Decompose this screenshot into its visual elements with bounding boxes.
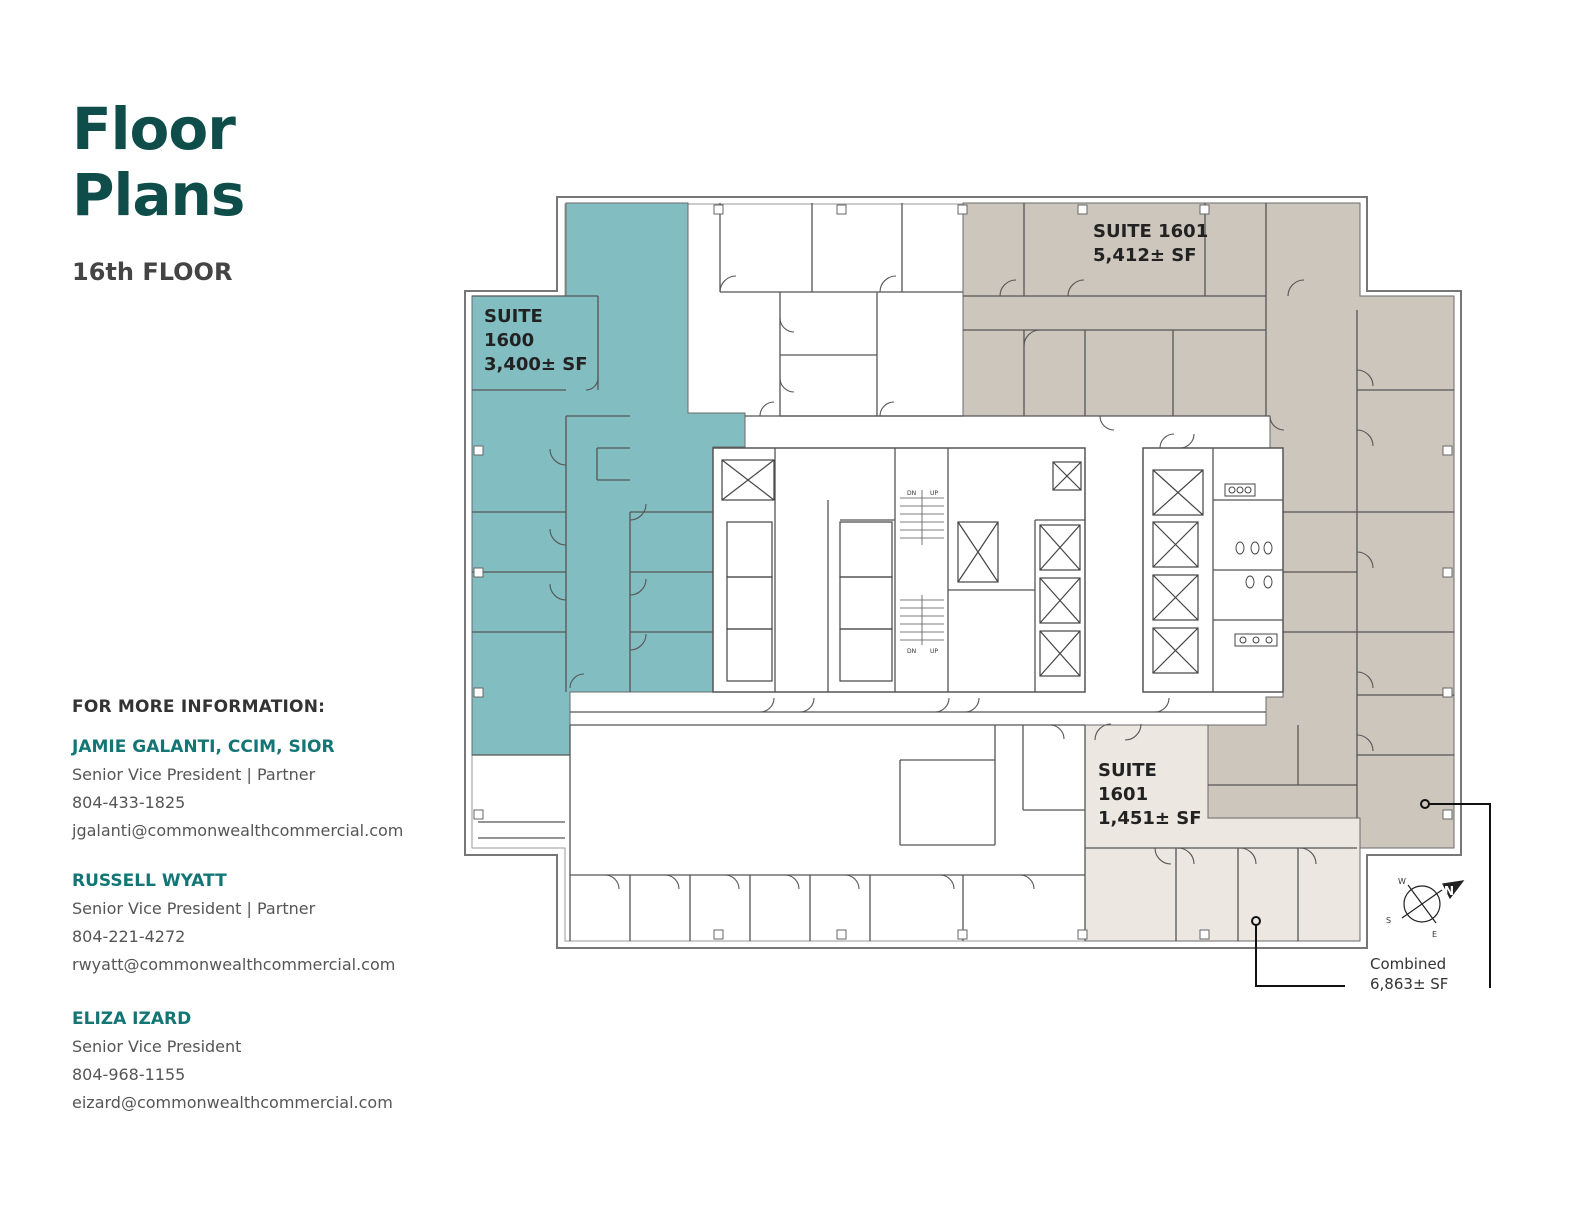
contact-phone[interactable]: 804-221-4272 — [72, 927, 186, 946]
contact-card-izard: ELIZA IZARD Senior Vice President 804-96… — [72, 1005, 393, 1117]
title-line-2: Plans — [72, 161, 245, 229]
stair-label-dn: DN — [907, 648, 916, 655]
contact-phone[interactable]: 804-968-1155 — [72, 1065, 186, 1084]
suite-1600-area: 3,400± SF — [484, 354, 588, 375]
contact-card-galanti: JAMIE GALANTI, CCIM, SIOR Senior Vice Pr… — [72, 733, 403, 845]
contact-card-wyatt: RUSSELL WYATT Senior Vice President | Pa… — [72, 867, 395, 979]
compass-n: N — [1444, 884, 1454, 898]
contact-email[interactable]: eizard@commonwealthcommercial.com — [72, 1093, 393, 1112]
structural-columns — [473, 204, 1453, 940]
combined-callout-lines — [1251, 799, 1491, 988]
contact-email[interactable]: jgalanti@commonwealthcommercial.com — [72, 821, 404, 840]
suite-1600-number: 1600 — [484, 330, 535, 351]
suite-1601-south-title: SUITE — [1098, 760, 1157, 781]
compass-w: W — [1398, 877, 1406, 886]
suite-1601-north-area: 5,412± SF — [1093, 245, 1197, 266]
contact-role: Senior Vice President | Partner — [72, 765, 316, 784]
compass-rose-icon — [1401, 880, 1465, 924]
contact-email[interactable]: rwyatt@commonwealthcommercial.com — [72, 955, 396, 974]
floor-label: 16th FLOOR — [72, 258, 233, 286]
combined-area-label: Combined 6,863± SF — [1370, 954, 1448, 994]
contact-name: RUSSELL WYATT — [72, 871, 227, 891]
core-block-west — [712, 447, 1086, 693]
combined-area: 6,863± SF — [1370, 975, 1449, 993]
elevator-shafts — [721, 459, 1204, 682]
combined-label: Combined — [1370, 955, 1447, 973]
compass-s: S — [1386, 916, 1391, 925]
suite-1601-south-number: 1601 — [1098, 784, 1149, 805]
stair-label-up: UP — [930, 490, 938, 497]
page-title: Floor Plans — [72, 95, 245, 229]
suite-1601-south-area: 1,451± SF — [1098, 808, 1202, 829]
contact-phone[interactable]: 804-433-1825 — [72, 793, 186, 812]
info-heading: FOR MORE INFORMATION: — [72, 697, 326, 717]
compass-e: E — [1432, 930, 1437, 939]
suite-1601-south-label: SUITE 1601 1,451± SF — [1098, 759, 1202, 831]
contact-name: JAMIE GALANTI, CCIM, SIOR — [72, 737, 335, 757]
door-swings — [549, 275, 1374, 890]
stair-label-up: UP — [930, 648, 938, 655]
suite-1601-north-label: SUITE 1601 5,412± SF — [1093, 220, 1208, 268]
contact-role: Senior Vice President | Partner — [72, 899, 316, 918]
contact-role: Senior Vice President — [72, 1037, 242, 1056]
suite-1600-title: SUITE — [484, 306, 543, 327]
contact-name: ELIZA IZARD — [72, 1009, 192, 1029]
suite-1600-label: SUITE 1600 3,400± SF — [484, 305, 588, 377]
suite-1601-north-title: SUITE 1601 — [1093, 221, 1209, 242]
wall-lines — [472, 203, 1454, 941]
stair-label-dn: DN — [907, 490, 916, 497]
title-line-1: Floor — [72, 95, 236, 163]
restroom-fixtures — [1224, 483, 1278, 647]
stairs — [900, 490, 944, 645]
